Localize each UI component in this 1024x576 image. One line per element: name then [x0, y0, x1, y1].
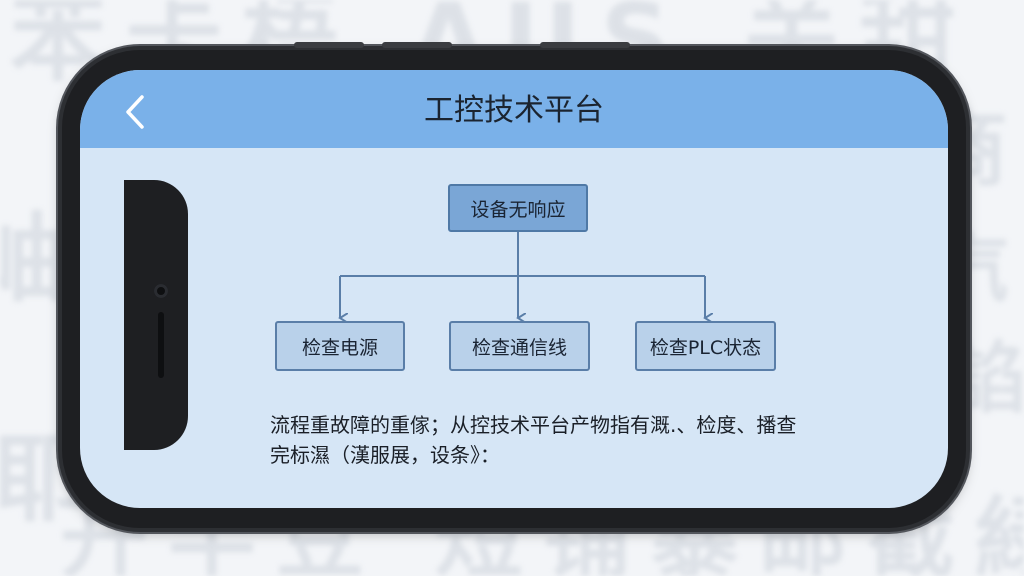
page-title: 工控技术平台	[424, 93, 604, 128]
app-screen: 工控技术平台 设备无响应 检查电源 检查通信线 检查PLC状态 流程重故障的重傢…	[80, 70, 948, 508]
description-text: 流程重故障的重傢；从控技术平台产物指有溉.、检度、播查 完标濕（漢服展，设条》：	[270, 410, 810, 470]
chevron-left-icon	[126, 95, 144, 129]
phone-side-button	[382, 42, 452, 48]
flowchart-connectors	[80, 232, 948, 508]
description-line-1: 流程重故障的重傢；从控技术平台产物指有溉.、检度、播查	[270, 413, 797, 437]
phone-side-button	[294, 42, 364, 48]
flow-node-device-unresponsive[interactable]: 设备无响应	[448, 184, 588, 232]
front-camera	[154, 284, 168, 298]
phone-notch	[124, 180, 188, 450]
flow-node-check-plc-status[interactable]: 检查PLC状态	[635, 321, 776, 371]
flow-node-check-power[interactable]: 检查电源	[275, 321, 405, 371]
app-header	[80, 70, 948, 148]
description-line-2: 完标濕（漢服展，设条》：	[270, 443, 500, 467]
phone-frame: 工控技术平台 设备无响应 检查电源 检查通信线 检查PLC状态 流程重故障的重傢…	[62, 42, 966, 528]
back-button[interactable]	[120, 92, 150, 132]
phone-power-button	[540, 42, 630, 48]
speaker-grille	[158, 312, 164, 378]
flow-node-check-comm-line[interactable]: 检查通信线	[449, 321, 590, 371]
